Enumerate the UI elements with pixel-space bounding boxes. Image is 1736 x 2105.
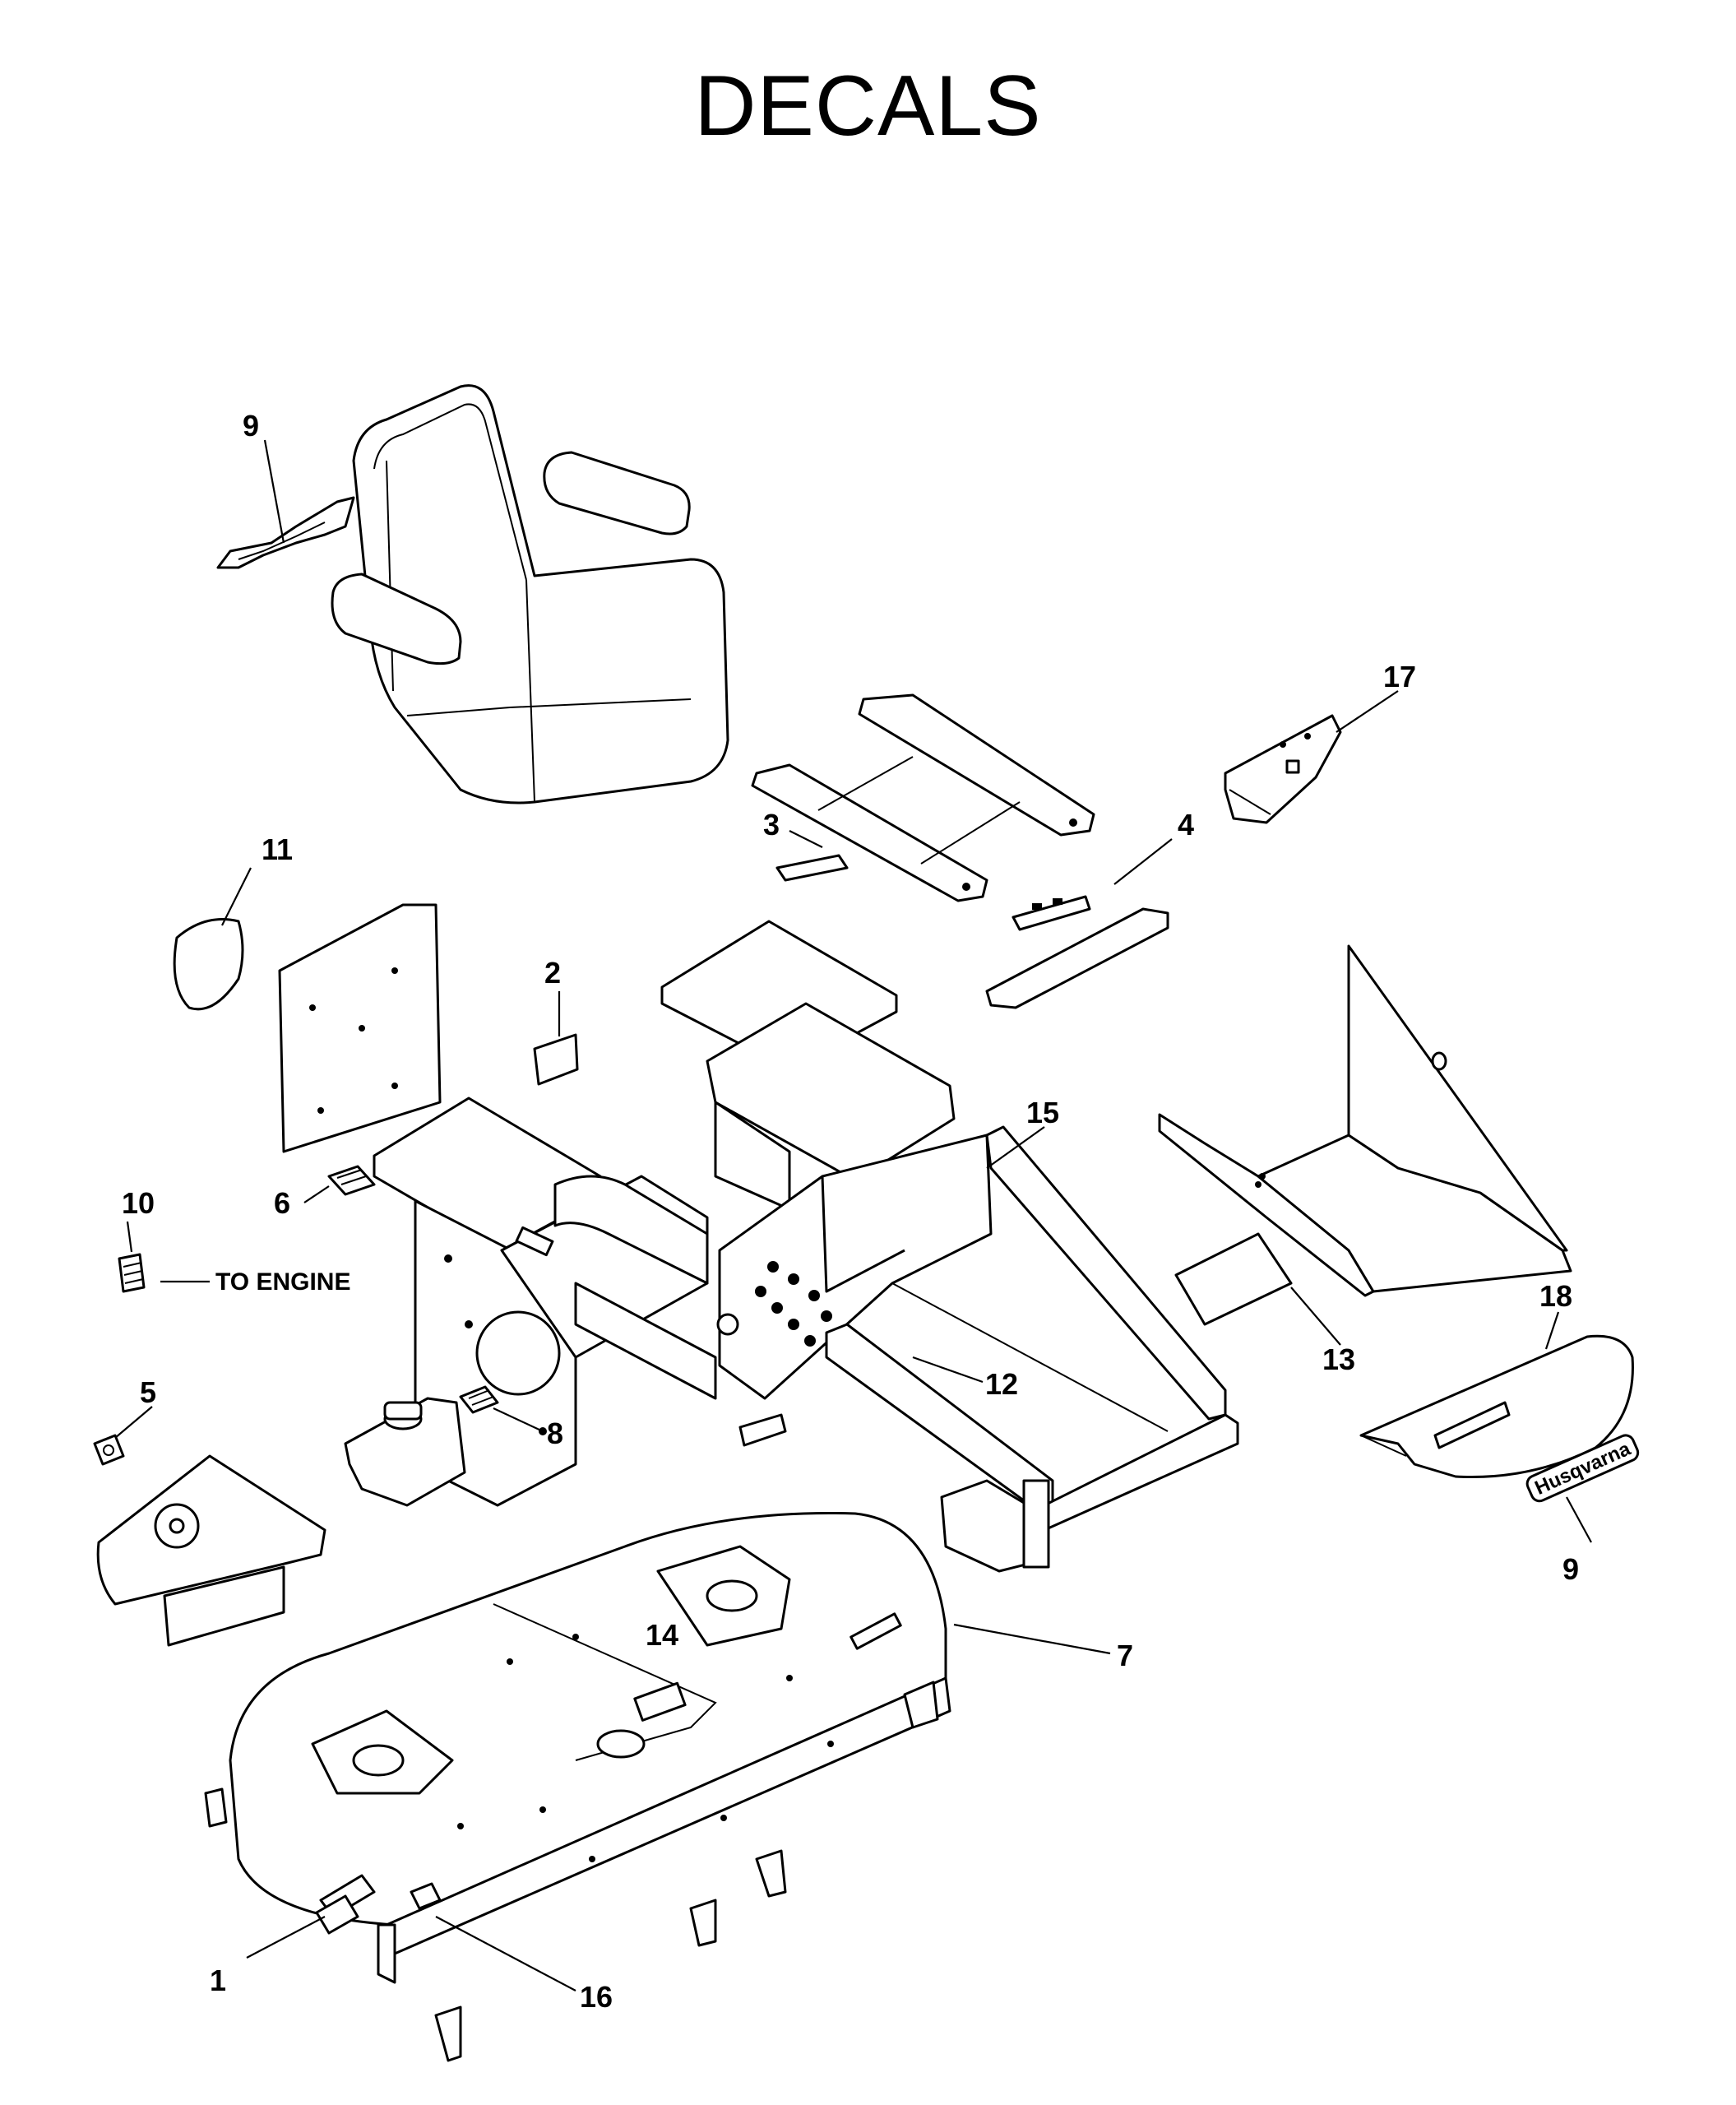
callout-18: 18 — [1539, 1279, 1572, 1313]
page-title: DECALS — [694, 58, 1042, 154]
callout-9-logo: 9 — [1562, 1552, 1579, 1586]
seat — [331, 384, 729, 804]
callout-17: 17 — [1383, 660, 1416, 693]
callout-8: 8 — [547, 1416, 563, 1450]
frame-hole-pattern — [755, 1261, 832, 1347]
callout-16: 16 — [580, 1980, 613, 2014]
callout-4: 4 — [1178, 808, 1194, 842]
decal-10 — [118, 1253, 146, 1293]
callout-9: 9 — [243, 409, 259, 443]
bracket-17 — [1224, 714, 1342, 824]
decal-2 — [533, 1033, 579, 1086]
callout-14: 14 — [646, 1618, 678, 1652]
decal-8 — [459, 1385, 499, 1414]
decal-9-seat-warning — [216, 496, 355, 569]
seat-mount-rails — [751, 693, 1095, 902]
decal-5 — [93, 1434, 125, 1466]
callout-10: 10 — [122, 1186, 155, 1220]
callout-7: 7 — [1117, 1639, 1133, 1672]
callout-15: 15 — [1026, 1096, 1059, 1129]
decal-11 — [173, 918, 244, 1011]
panel-4 — [985, 895, 1169, 1009]
callout-13: 13 — [1322, 1342, 1355, 1376]
bracket-18 — [1359, 1334, 1634, 1479]
engine-cover — [96, 1454, 326, 1647]
decal-6 — [327, 1165, 376, 1196]
to-engine-note: TO ENGINE — [215, 1268, 350, 1296]
callout-6: 6 — [274, 1186, 290, 1220]
callout-1: 1 — [210, 1964, 226, 1997]
callout-12: 12 — [985, 1367, 1018, 1401]
callout-5: 5 — [140, 1375, 156, 1409]
main-frame — [373, 920, 1239, 1573]
foot-pan-13 — [1158, 944, 1572, 1326]
fuel-tank — [344, 1397, 466, 1507]
callout-2: 2 — [544, 956, 561, 990]
side-panel-11 — [278, 903, 442, 1153]
callout-3: 3 — [763, 808, 780, 842]
decal-1 — [315, 1894, 359, 1935]
callouts: 9 17 3 4 11 2 15 10 6 13 18 5 8 12 9 7 1… — [114, 409, 1592, 2014]
mower-deck — [204, 1512, 951, 2062]
callout-11: 11 — [262, 832, 293, 866]
